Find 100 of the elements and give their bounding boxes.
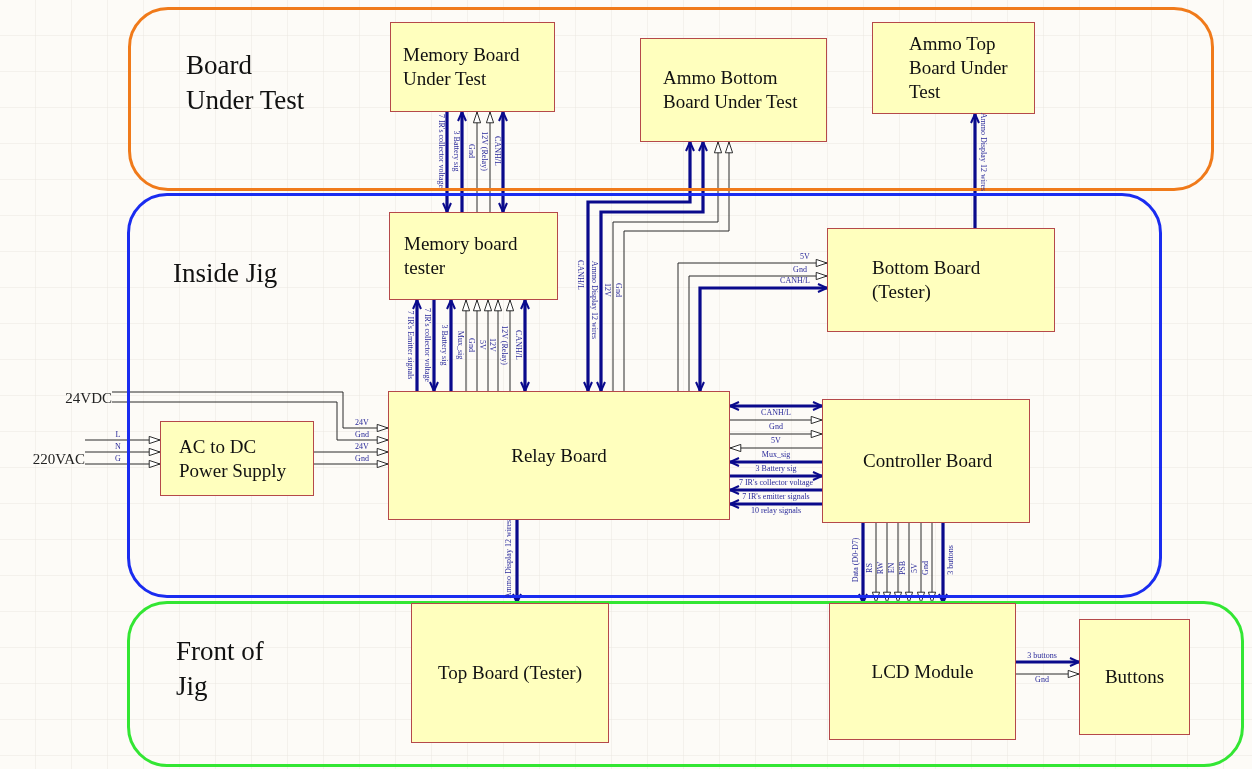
wire-arrow [938,523,948,604]
wire-arrow [927,522,937,604]
wire-label: CANH/L [761,409,791,417]
wire-label: Gnd [922,561,930,575]
wire-label: Gnd [769,423,783,431]
wire-label: 12V [603,283,611,297]
wire-arrow [612,141,723,392]
input-label: 24VDC [65,390,112,407]
wire-label: 7 IR's collector voltage [437,113,445,189]
wire-label: 24V [355,419,369,427]
wire-label: Gnd [1035,676,1049,684]
wire-label: RS [866,563,874,573]
wire-arrow [446,299,456,391]
block-label: Buttons [1104,665,1165,689]
wire-label: CANH/L [576,260,584,290]
block-box [390,22,555,112]
wire-label: 12V [488,338,496,352]
wire-arrow [412,299,422,391]
wire-label: 10 relay signals [750,507,802,515]
wire-label: N [115,443,121,451]
wire-label: Gnd [793,266,807,274]
wire-label: 5V [911,563,919,573]
wire-label: 3 buttons [1027,652,1057,660]
block-label: Memory Board Under Test [403,43,521,91]
wire-arrow [729,443,823,453]
wire-arrow [729,457,822,467]
wire-arrow [729,429,823,439]
wire-label: Gnd [467,144,475,158]
wire-label: Gnd [467,338,475,352]
wire-arrow [858,523,868,604]
wire-arrow [882,522,892,604]
wire-label: 5V [771,437,781,445]
block-box [827,228,1055,332]
wire-arrow [442,112,452,213]
wire-arrow [520,299,530,392]
wire-arrow [1016,657,1080,667]
wire-label: Ammo Display 12 wires [590,260,598,340]
wire-arrow [457,111,467,212]
block-label: Bottom Board (Tester) [872,256,982,304]
wire-label: RW [877,561,885,575]
wire-arrow [730,471,823,481]
wire-label: Gnd [355,455,369,463]
wire-label: 7 IR's emitter signals [742,493,810,501]
block-box [829,603,1016,740]
wire-label: 3 buttons [947,545,955,575]
block-label: Ammo Top Board Under Test [909,32,1009,104]
block-label: Relay Board [511,443,607,468]
wire-label: Ammo Display 12 wires [979,112,987,192]
wire-arrow [498,111,508,213]
block-box [411,603,609,743]
wire-arrow [84,435,161,445]
block-label: Top Board (Tester) [438,661,582,685]
wire-arrow [623,141,734,392]
block-box [872,22,1035,114]
wire-arrow [485,111,495,213]
wire-label: Gnd [355,431,369,439]
group-title: Front of Jig [176,635,265,704]
input-label: 220VAC [32,451,85,468]
wire-arrow [677,258,828,392]
wire-label: 3 Battery sig [452,130,460,172]
block-box [1079,619,1190,735]
wire-arrow [505,299,515,392]
wire-arrow [729,485,822,495]
wire-label: Data (D0-D7) [852,537,860,583]
group-title: Board Under Test [186,49,306,118]
wire-label: 3 Battery sig [440,324,448,366]
wire-arrow [970,113,980,228]
wire-label: 12V (Relay) [480,131,488,171]
wire-label: Gnd [614,283,622,297]
block-label: Controller Board [863,449,993,473]
block-label: AC to DC Power Supply [179,434,288,483]
wire-arrow [893,522,903,604]
wire-label: 24V [355,443,369,451]
wire-label: 7 IR's Emitter signals [406,310,414,380]
wire-label: 7 IR's collector voltage [738,479,814,487]
wire-label: Mux_sig [456,330,464,360]
block-box [388,391,730,520]
wire-arrow [583,141,695,392]
wire-arrow [483,299,493,392]
wire-label: CANH/L [780,277,810,285]
block-label: LCD Module [871,659,974,684]
wire-label: 5V [478,340,486,350]
wire-arrow [1015,669,1080,679]
wire-arrow [729,401,823,411]
wire-arrow [472,111,482,213]
wire-label: Ammo Display 12 wires [505,519,513,599]
wire-label: 3 Battery sig [755,465,797,473]
wire-label: G [115,455,121,463]
block-label: Memory board tester [404,232,519,280]
wire-arrow [512,520,522,604]
wire-label: PSB [899,560,907,576]
wire-label: CANH/L [493,136,501,166]
wire-label: 7 IR's collector voltage [423,307,431,383]
wire-arrow [871,522,881,604]
wire-arrow [313,447,389,457]
wire-label: L [115,431,121,439]
block-box [160,421,314,496]
group-frame [127,601,1244,767]
block-box [822,399,1030,523]
wire-label: 5V [800,253,810,261]
